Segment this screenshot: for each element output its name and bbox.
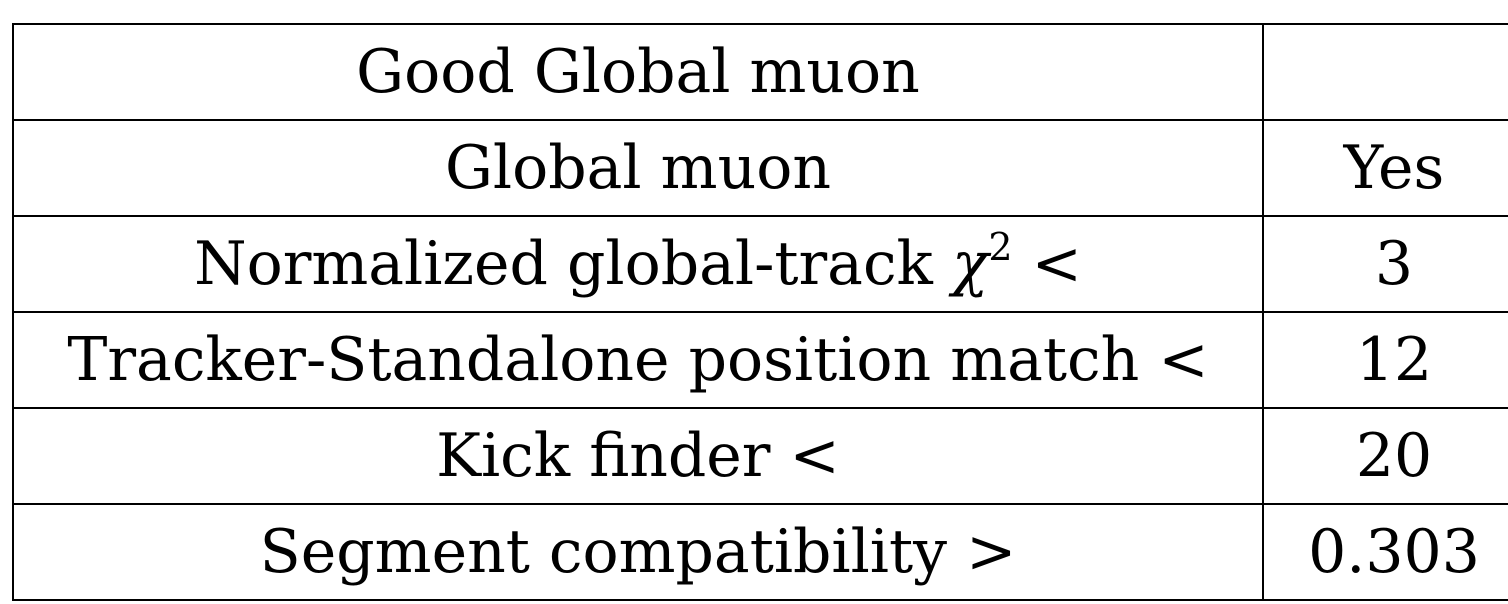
muon-selection-table: Good Global muon Global muon Yes Normali… (12, 23, 1508, 601)
table-row: Kick finder < 20 (12, 407, 1508, 505)
criterion-value: 12 (1262, 311, 1508, 409)
criterion-value: Yes (1262, 119, 1508, 217)
criterion-label: Normalized global-track χ2 < (12, 215, 1264, 313)
label-text: Normalized global-track (194, 229, 952, 299)
criterion-label: Tracker-Standalone position match < (12, 311, 1264, 409)
criterion-value: 20 (1262, 407, 1508, 505)
criterion-value: 3 (1262, 215, 1508, 313)
superscript: 2 (988, 225, 1013, 269)
table-row: Normalized global-track χ2 < 3 (12, 215, 1508, 313)
criterion-label: Good Global muon (12, 23, 1264, 121)
table-row: Good Global muon (12, 23, 1508, 121)
criterion-value (1262, 23, 1508, 121)
criterion-label: Kick finder < (12, 407, 1264, 505)
criterion-label: Segment compatibility > (12, 503, 1264, 601)
table-row: Global muon Yes (12, 119, 1508, 217)
criterion-value: 0.303 (1262, 503, 1508, 601)
chi-symbol: χ (952, 229, 989, 299)
criterion-label: Global muon (12, 119, 1264, 217)
table-row: Tracker-Standalone position match < 12 (12, 311, 1508, 409)
table-row: Segment compatibility > 0.303 (12, 503, 1508, 601)
comparison-operator: < (1012, 229, 1082, 299)
